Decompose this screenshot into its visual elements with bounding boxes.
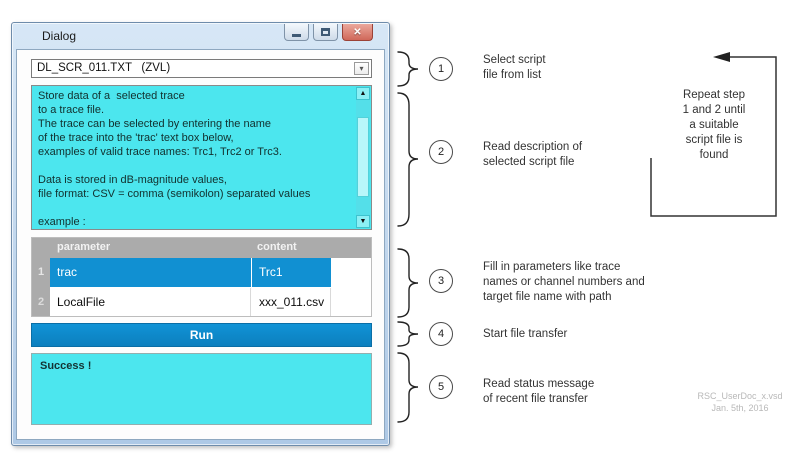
- script-description-text: Store data of a selected trace to a trac…: [38, 90, 311, 228]
- row-number: 2: [37, 296, 45, 308]
- column-header-parameter: parameter: [57, 241, 111, 253]
- document-watermark: RSC_UserDoc_x.vsd Jan. 5th, 2016: [688, 390, 792, 414]
- dialog-client-area: DL_SCR_011.TXT (ZVL) ▾ Store data of a s…: [16, 49, 385, 440]
- window-controls: ✕: [284, 24, 373, 41]
- cell-parameter[interactable]: LocalFile: [50, 288, 251, 316]
- step-5-text: Read status message of recent file trans…: [483, 378, 595, 405]
- brace-step-2: [397, 92, 419, 227]
- cell-content[interactable]: xxx_011.csv: [252, 288, 331, 316]
- maximize-button[interactable]: [313, 24, 338, 41]
- title-bar[interactable]: Dialog ✕: [12, 23, 389, 49]
- step-2-badge: 2: [429, 140, 453, 164]
- minimize-icon: [292, 34, 301, 37]
- watermark-doc: RSC_UserDoc_x.vsd: [697, 391, 783, 401]
- scrollbar-thumb[interactable]: [357, 117, 369, 197]
- cell-parameter[interactable]: trac: [50, 258, 251, 287]
- repeat-loop-arrow: [650, 52, 777, 217]
- step-3-badge: 3: [429, 269, 453, 293]
- parameter-table: parameter content 1 2 trac Trc1 LocalFil…: [31, 237, 372, 317]
- column-header-content: content: [257, 241, 297, 253]
- step-4-badge: 4: [429, 322, 453, 346]
- arrowhead-left-icon: [713, 52, 730, 62]
- step-1-text: Select script file from list: [483, 54, 546, 81]
- description-scrollbar[interactable]: ▲ ▼: [356, 87, 370, 228]
- scroll-up-button[interactable]: ▲: [356, 87, 370, 100]
- dialog-window: Dialog ✕ DL_SCR_011.TXT (ZVL) ▾: [11, 22, 390, 446]
- close-button[interactable]: ✕: [342, 24, 373, 41]
- step-1-badge: 1: [429, 57, 453, 81]
- table-header-row: parameter content: [32, 238, 371, 257]
- maximize-icon: [321, 28, 330, 36]
- watermark-date: Jan. 5th, 2016: [711, 403, 769, 413]
- step-5-badge: 5: [429, 375, 453, 399]
- status-message: Success !: [40, 360, 92, 372]
- cell-content[interactable]: Trc1: [252, 258, 331, 287]
- script-description-box: Store data of a selected trace to a trac…: [31, 85, 372, 230]
- close-icon: ✕: [353, 26, 362, 38]
- scroll-down-icon: ▼: [359, 218, 367, 225]
- status-message-box: Success !: [31, 353, 372, 425]
- scroll-down-button[interactable]: ▼: [356, 215, 370, 228]
- step-3-text: Fill in parameters like trace names or c…: [483, 261, 645, 303]
- brace-step-1: [397, 51, 419, 87]
- scroll-up-icon: ▲: [359, 90, 367, 97]
- script-file-combobox[interactable]: DL_SCR_011.TXT (ZVL) ▾: [31, 59, 372, 78]
- step-4-text: Start file transfer: [483, 328, 568, 340]
- brace-step-5: [397, 352, 419, 423]
- combo-dropdown-button[interactable]: ▾: [354, 62, 369, 75]
- window-title: Dialog: [42, 29, 77, 43]
- chevron-down-icon: ▾: [359, 64, 364, 73]
- brace-step-3: [397, 248, 419, 318]
- brace-step-4: [397, 321, 419, 347]
- script-file-value: DL_SCR_011.TXT (ZVL): [37, 62, 171, 74]
- repeat-loop-note: Repeat step 1 and 2 until a suitable scr…: [682, 89, 746, 161]
- minimize-button[interactable]: [284, 24, 309, 41]
- run-button[interactable]: Run: [31, 323, 372, 347]
- row-number: 1: [37, 266, 45, 278]
- step-2-text: Read description of selected script file: [483, 141, 583, 168]
